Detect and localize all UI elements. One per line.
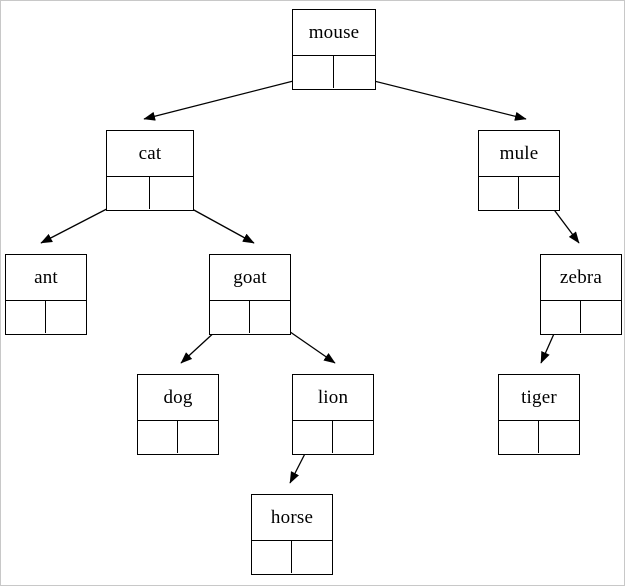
right-pointer-cell-ant[interactable] bbox=[46, 301, 86, 333]
left-pointer-cell-mule[interactable] bbox=[479, 177, 519, 209]
tree-edge-mouse-to-mule bbox=[353, 75, 527, 121]
node-label-dog: dog bbox=[138, 375, 218, 421]
node-pointers-goat bbox=[210, 301, 290, 333]
tree-node-horse[interactable]: horse bbox=[251, 494, 333, 575]
right-pointer-cell-lion[interactable] bbox=[333, 421, 373, 453]
node-label-mouse: mouse bbox=[293, 10, 375, 56]
left-pointer-cell-cat[interactable] bbox=[107, 177, 150, 209]
node-label-cat: cat bbox=[107, 131, 193, 177]
node-label-lion: lion bbox=[293, 375, 373, 421]
right-pointer-cell-zebra[interactable] bbox=[581, 301, 621, 333]
right-pointer-cell-tiger[interactable] bbox=[539, 421, 579, 453]
tree-node-ant[interactable]: ant bbox=[5, 254, 87, 335]
node-label-horse: horse bbox=[252, 495, 332, 541]
right-pointer-cell-goat[interactable] bbox=[250, 301, 290, 333]
right-pointer-cell-horse[interactable] bbox=[292, 541, 332, 573]
tree-node-lion[interactable]: lion bbox=[292, 374, 374, 455]
node-pointers-tiger bbox=[499, 421, 579, 453]
node-pointers-horse bbox=[252, 541, 332, 573]
left-pointer-cell-zebra[interactable] bbox=[541, 301, 581, 333]
node-label-goat: goat bbox=[210, 255, 290, 301]
tree-node-zebra[interactable]: zebra bbox=[540, 254, 622, 335]
node-label-tiger: tiger bbox=[499, 375, 579, 421]
node-pointers-ant bbox=[6, 301, 86, 333]
left-pointer-cell-goat[interactable] bbox=[210, 301, 250, 333]
node-pointers-lion bbox=[293, 421, 373, 453]
right-pointer-cell-mouse[interactable] bbox=[334, 56, 375, 88]
node-label-zebra: zebra bbox=[541, 255, 621, 301]
right-pointer-cell-dog[interactable] bbox=[178, 421, 218, 453]
tree-edge-mouse-to-cat bbox=[143, 75, 314, 121]
right-pointer-cell-mule[interactable] bbox=[519, 177, 559, 209]
node-pointers-mouse bbox=[293, 56, 375, 88]
node-pointers-mule bbox=[479, 177, 559, 209]
left-pointer-cell-tiger[interactable] bbox=[499, 421, 539, 453]
left-pointer-cell-mouse[interactable] bbox=[293, 56, 334, 88]
tree-node-mule[interactable]: mule bbox=[478, 130, 560, 211]
right-pointer-cell-cat[interactable] bbox=[150, 177, 193, 209]
left-pointer-cell-ant[interactable] bbox=[6, 301, 46, 333]
node-label-mule: mule bbox=[479, 131, 559, 177]
left-pointer-cell-dog[interactable] bbox=[138, 421, 178, 453]
left-pointer-cell-horse[interactable] bbox=[252, 541, 292, 573]
node-pointers-dog bbox=[138, 421, 218, 453]
node-pointers-zebra bbox=[541, 301, 621, 333]
tree-node-mouse[interactable]: mouse bbox=[292, 9, 376, 90]
node-pointers-cat bbox=[107, 177, 193, 209]
node-label-ant: ant bbox=[6, 255, 86, 301]
tree-node-dog[interactable]: dog bbox=[137, 374, 219, 455]
left-pointer-cell-lion[interactable] bbox=[293, 421, 333, 453]
tree-node-cat[interactable]: cat bbox=[106, 130, 194, 211]
tree-node-goat[interactable]: goat bbox=[209, 254, 291, 335]
tree-node-tiger[interactable]: tiger bbox=[498, 374, 580, 455]
